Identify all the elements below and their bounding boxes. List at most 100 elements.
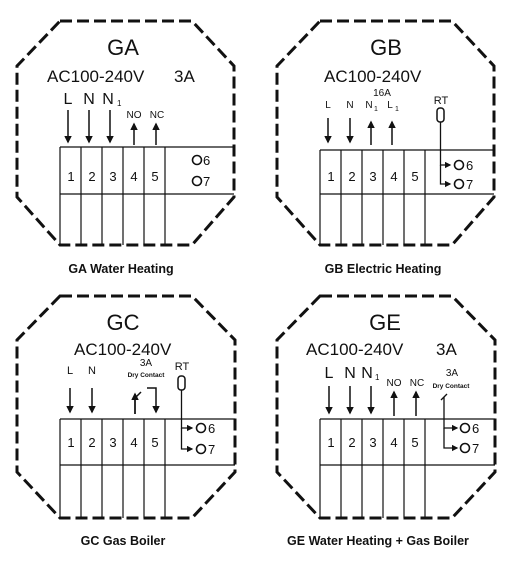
terminal-2: 2 xyxy=(88,435,95,450)
panel-ga-current: 3A xyxy=(174,67,195,86)
input-label: L xyxy=(387,100,393,111)
panel-gc-sensor-label: RT xyxy=(175,361,190,373)
panel-ga-caption: GA Water Heating xyxy=(68,262,173,276)
input-subscript: 1 xyxy=(117,99,122,108)
terminal-1: 1 xyxy=(67,169,74,184)
panel-gc-caption: GC Gas Boiler xyxy=(81,534,166,548)
panel-ge-code: GE xyxy=(369,310,401,335)
input-subscript: 1 xyxy=(395,106,399,113)
panel-ga-input-l: L xyxy=(64,91,73,108)
panel-ge-input-n1: N 1 xyxy=(361,365,380,382)
panel-ge-input-no: NO xyxy=(387,378,402,389)
switch-down-arrow-icon xyxy=(147,387,160,414)
terminal-7: 7 xyxy=(466,177,473,192)
panel-ga-voltage: AC100-240V xyxy=(47,67,145,86)
terminal-3: 3 xyxy=(109,169,116,184)
terminal-7: 7 xyxy=(208,442,215,457)
panel-gc-arrows xyxy=(66,388,96,414)
terminal-3: 3 xyxy=(369,169,376,184)
terminal-6: 6 xyxy=(466,158,473,173)
panel-ge-outline xyxy=(275,294,497,520)
terminal-5: 5 xyxy=(151,435,158,450)
panel-ga-input-n1: N 1 xyxy=(102,91,122,108)
panel-gb: GB AC100-240V 16A L N N 1 L 1 RT xyxy=(275,19,496,247)
panel-gb-terminal-block xyxy=(319,149,494,245)
terminal-6: 6 xyxy=(208,421,215,436)
input-label: N xyxy=(102,91,114,108)
terminal-5: 5 xyxy=(411,169,418,184)
input-label: N xyxy=(361,365,373,382)
terminal-6-screw-icon xyxy=(459,422,471,434)
input-subscript: 1 xyxy=(374,106,378,113)
terminal-5: 5 xyxy=(411,435,418,450)
panel-ga-outline xyxy=(15,19,236,247)
panel-gc-outline xyxy=(15,294,237,520)
panel-ge-arrows xyxy=(325,386,420,416)
terminal-1: 1 xyxy=(327,169,334,184)
panel-gc-voltage: AC100-240V xyxy=(74,340,172,359)
terminal-7: 7 xyxy=(472,441,479,456)
terminal-7-screw-icon xyxy=(195,443,207,455)
sensor-probe-icon xyxy=(177,375,186,391)
panel-gb-load-rating: 16A xyxy=(373,88,391,99)
panel-gc-contact-rating: 3A xyxy=(140,358,153,369)
panel-ga-code: GA xyxy=(107,35,139,60)
panel-gb-code: GB xyxy=(370,35,402,60)
panel-ge-input-nc: NC xyxy=(410,378,424,389)
panel-gb-voltage: AC100-240V xyxy=(324,67,422,86)
panel-gb-input-l1: L 1 xyxy=(387,100,399,113)
panel-gb-input-n: N xyxy=(346,100,353,111)
terminal-6: 6 xyxy=(203,153,210,168)
panel-ga-input-no: NO xyxy=(127,110,142,121)
panel-gc-sensor-probe xyxy=(177,375,194,453)
panel-gc-dry-contact-switch xyxy=(131,387,160,414)
terminal-5: 5 xyxy=(151,169,158,184)
switch-up-arrow-icon xyxy=(134,391,142,414)
input-label: L xyxy=(64,91,73,108)
panel-gb-caption: GB Electric Heating xyxy=(325,262,442,276)
panel-ga: GA AC100-240V 3A L N N 1 NO NC xyxy=(15,19,236,247)
panel-gb-input-n1: N 1 xyxy=(365,100,378,113)
terminal-7-screw-icon xyxy=(453,178,465,190)
panel-gc-contact-label: Dry Contact xyxy=(128,372,166,379)
panel-ge-contact-rating: 3A xyxy=(446,368,459,379)
terminal-4: 4 xyxy=(390,169,397,184)
terminal-3: 3 xyxy=(109,435,116,450)
panel-ge-voltage: AC100-240V xyxy=(306,340,404,359)
panel-gb-arrows xyxy=(324,118,396,145)
panel-ge-contact-label: Dry Contact xyxy=(433,383,471,390)
terminal-6: 6 xyxy=(472,421,479,436)
terminal-2: 2 xyxy=(88,169,95,184)
input-label: N xyxy=(365,100,372,111)
terminal-6-screw-icon xyxy=(453,159,465,171)
terminal-4: 4 xyxy=(130,435,137,450)
terminal-1: 1 xyxy=(327,435,334,450)
terminal-7-screw-icon xyxy=(191,175,203,187)
panel-ge-caption: GE Water Heating + Gas Boiler xyxy=(287,534,469,548)
panel-gb-input-l: L xyxy=(325,100,331,111)
sensor-probe-icon xyxy=(436,107,445,123)
panel-ga-terminal-block xyxy=(59,146,234,245)
terminal-4: 4 xyxy=(390,435,397,450)
panel-gc-code: GC xyxy=(107,310,140,335)
panel-ge-input-n: N xyxy=(344,365,356,382)
panel-ge-dry-contact-switch xyxy=(440,393,459,452)
panel-gc-input-l: L xyxy=(67,365,73,377)
panel-gb-sensor-label: RT xyxy=(434,95,449,107)
panel-gb-sensor-probe xyxy=(436,107,452,188)
panel-ge-terminal-block xyxy=(319,418,495,518)
panel-ga-input-n: N xyxy=(83,91,95,108)
panel-ga-input-nc: NC xyxy=(150,110,164,121)
terminal-7-screw-icon xyxy=(459,442,471,454)
terminal-7: 7 xyxy=(203,174,210,189)
panel-gc: GC AC100-240V 3A Dry Contact L N RT xyxy=(15,294,237,520)
panel-ga-arrows xyxy=(64,110,160,145)
input-label: N xyxy=(83,91,95,108)
panel-ge-current: 3A xyxy=(436,340,457,359)
terminal-3: 3 xyxy=(369,435,376,450)
panel-gc-input-n: N xyxy=(88,365,96,377)
panel-gb-outline xyxy=(275,19,496,247)
panel-ge: GE AC100-240V 3A L N N 1 NO NC 3A Dry Co… xyxy=(275,294,497,520)
terminal-2: 2 xyxy=(348,169,355,184)
